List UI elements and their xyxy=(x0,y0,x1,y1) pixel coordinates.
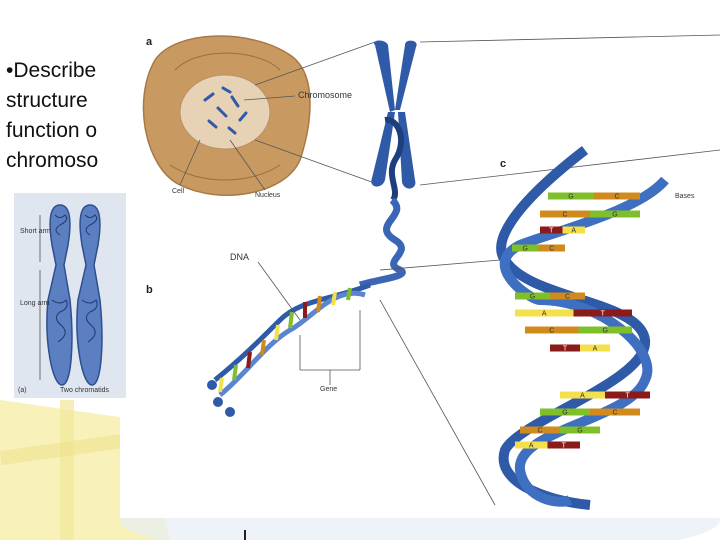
base-letter: G xyxy=(562,410,567,417)
inset-long-arm-label: Long arm xyxy=(20,300,50,307)
panel-label-b: b xyxy=(146,284,153,296)
base-letter: G xyxy=(577,428,582,435)
bullet-line-1: •Describe xyxy=(6,59,97,82)
inset-chromatids-label: Two chromatids xyxy=(60,387,110,394)
base-letter: A xyxy=(571,228,576,235)
base-letter: A xyxy=(593,346,598,353)
base-letter: A xyxy=(542,311,547,318)
gene-label: Gene xyxy=(320,386,338,393)
base-letter: G xyxy=(568,194,573,201)
inset-chromosome-diagram xyxy=(14,193,126,398)
base-letter: T xyxy=(625,393,630,400)
dna-helix-large: G C C G T A G C G C A T C G T A A T G C C G A T xyxy=(496,146,669,510)
base-letter: G xyxy=(603,328,608,335)
bullet-line-3: function o xyxy=(6,119,98,142)
chromosome-illustration xyxy=(371,40,417,202)
base-letter: C xyxy=(612,410,617,417)
base-letter: A xyxy=(580,393,585,400)
slide-bullet-text: •Describe structure function o chromoso xyxy=(6,56,98,176)
base-letter: C xyxy=(549,328,554,335)
base-letter: G xyxy=(612,212,617,219)
inset-panel-label: (a) xyxy=(18,387,27,394)
bases-label: Bases xyxy=(675,193,695,200)
bullet-line-4: chromoso xyxy=(6,149,99,172)
base-letter: C xyxy=(565,294,570,301)
cell-label: Cell xyxy=(172,188,185,195)
panel-label-c: c xyxy=(500,158,507,170)
inset-short-arm-label: Short arm xyxy=(20,228,51,235)
base-letter: G xyxy=(530,294,535,301)
base-letter: C xyxy=(537,428,542,435)
coiled-dna-illustration xyxy=(358,197,406,289)
cell-illustration xyxy=(142,35,311,196)
panel-label-a: a xyxy=(146,36,153,48)
base-letter: T xyxy=(549,228,554,235)
nucleus-label: Nucleus xyxy=(255,192,281,199)
base-letter: T xyxy=(562,443,567,450)
base-letter: C xyxy=(562,212,567,219)
base-letter: T xyxy=(563,346,568,353)
base-letter: C xyxy=(549,246,554,253)
dna-label: DNA xyxy=(230,252,250,262)
chromosome-label: Chromosome xyxy=(298,90,353,100)
base-letter: C xyxy=(614,194,619,201)
base-letter: A xyxy=(529,443,534,450)
bullet-line-2: structure xyxy=(6,89,88,112)
base-letter: T xyxy=(601,311,606,318)
base-letter: G xyxy=(523,246,528,253)
dna-helix-small xyxy=(207,282,371,417)
